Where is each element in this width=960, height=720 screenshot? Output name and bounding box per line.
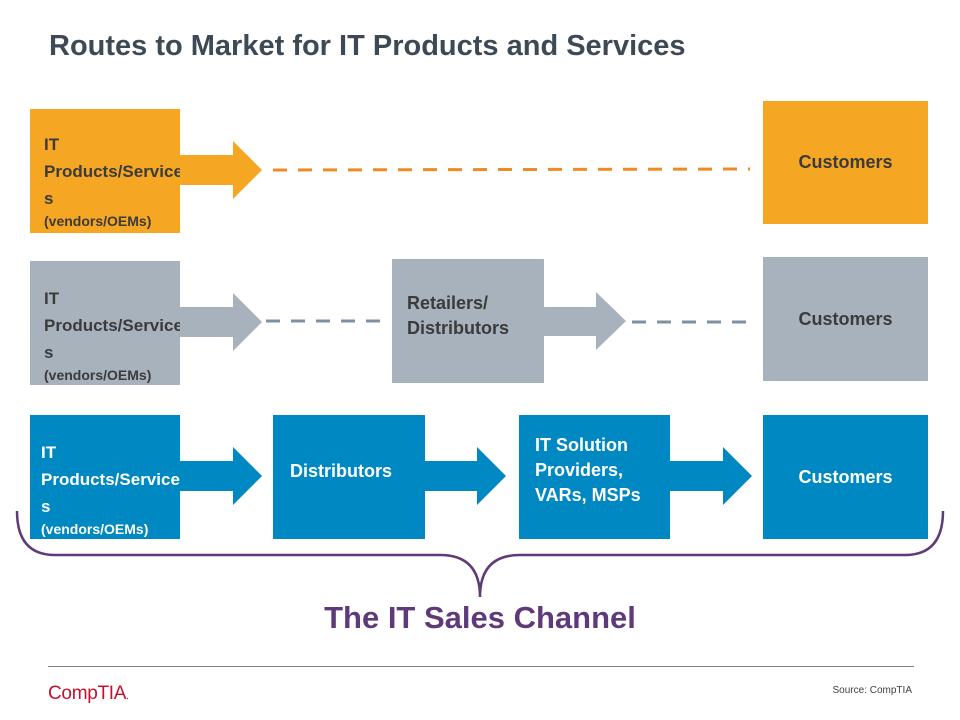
source-note: Source: CompTIA	[832, 685, 912, 696]
arrow-vendor-to-distributors	[180, 447, 262, 505]
arrow-distributors-to-providers	[425, 447, 506, 505]
customers-box-retail: Customers	[763, 257, 928, 381]
channel-label: The IT Sales Channel	[324, 600, 636, 635]
solution-providers-box: IT Solution Providers, VARs, MSPs	[519, 415, 670, 539]
customers-label: Customers	[798, 309, 893, 329]
arrow-vendor-to-customers	[180, 141, 262, 199]
logo-dot: .	[126, 691, 129, 702]
vendor-sublabel: (vendors/OEMs)	[44, 213, 152, 229]
footer-divider	[48, 666, 914, 667]
dashed-connector-direct	[272, 167, 751, 172]
vendor-sublabel: (vendors/OEMs)	[44, 367, 152, 383]
arrow-providers-to-customers	[670, 447, 752, 505]
customers-label: Customers	[798, 151, 893, 172]
customers-box-direct: Customers	[763, 101, 928, 224]
vendor-label-line2: Products/Services	[44, 316, 183, 362]
solution-providers-label: IT Solution Providers, VARs, MSPs	[535, 435, 641, 505]
channel-brace	[15, 510, 945, 598]
customers-label: Customers	[798, 467, 893, 487]
customers-box-channel: Customers	[763, 415, 928, 539]
vendor-label-line2: Products/Services	[44, 162, 183, 208]
vendor-label-line1: IT	[41, 443, 57, 462]
logo-text: CompTIA	[48, 683, 127, 704]
retailers-distributors-label: Retailers/ Distributors	[407, 293, 510, 338]
arrow-retailers-to-customers	[544, 292, 626, 350]
page-title: Routes to Market for IT Products and Ser…	[49, 30, 686, 62]
vendor-label-line2: Products/Services	[41, 470, 180, 516]
retailers-distributors-box: Retailers/ Distributors	[392, 259, 544, 383]
distributors-label: Distributors	[290, 461, 393, 481]
comptia-logo: CompTIA.	[48, 683, 129, 705]
vendor-sublabel: (vendors/OEMs)	[41, 521, 149, 537]
vendor-box-channel: IT Products/Services (vendors/OEMs)	[30, 415, 180, 539]
distributors-box: Distributors	[273, 415, 425, 539]
vendor-box-direct: IT Products/Services (vendors/OEMs)	[30, 109, 183, 233]
vendor-box-retail: IT Products/Services (vendors/OEMs)	[30, 261, 183, 385]
arrow-vendor-to-retailers	[180, 293, 262, 351]
vendor-label-line1: IT	[44, 289, 60, 308]
vendor-label-line1: IT	[44, 135, 60, 154]
